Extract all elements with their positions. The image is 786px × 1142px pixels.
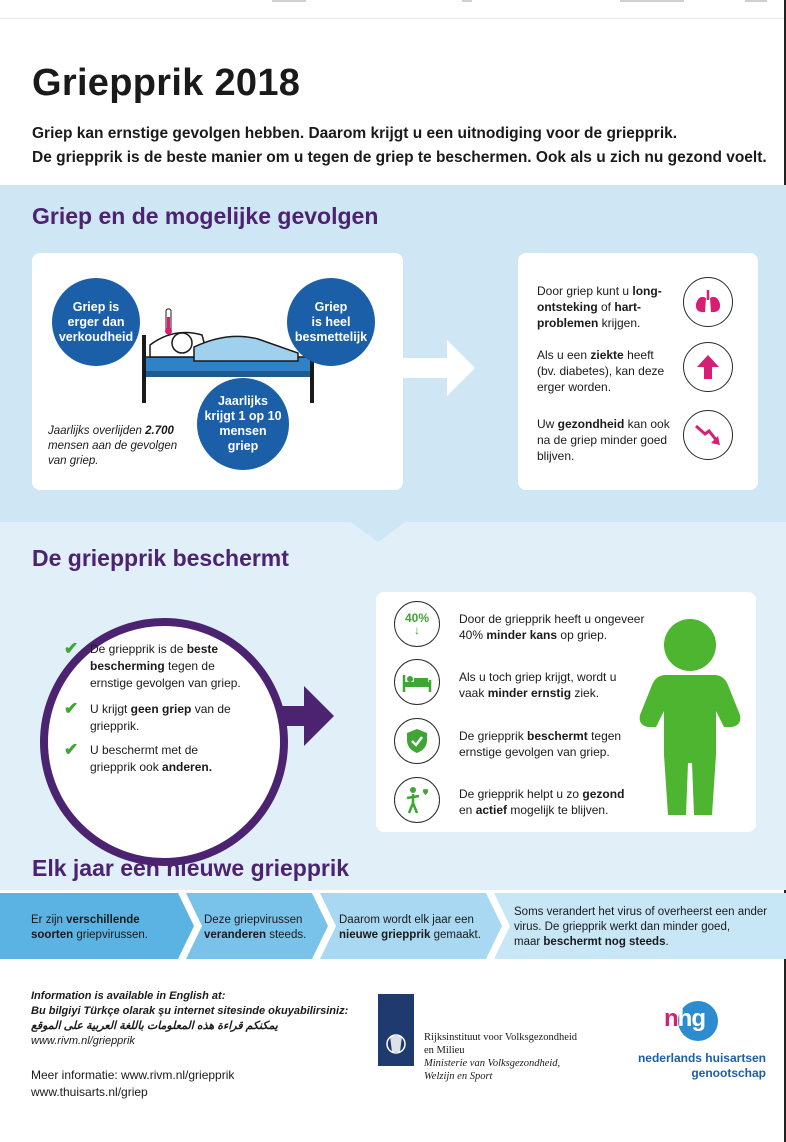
rivm-text: Rijksinstituut voor Volksgezondheid en M… (424, 1032, 578, 1082)
thuisarts-link[interactable]: www.thuisarts.nl/griep (31, 1085, 148, 1099)
language-info: Information is available in English at: … (31, 989, 361, 1049)
crest-icon (386, 1034, 406, 1054)
benefit-text-3: De griepprik beschermt tegen ernstige ge… (459, 729, 622, 759)
deaths-note: Jaarlijks overlijden 2.700 mensen aan de… (48, 425, 178, 467)
trend-down-icon (683, 410, 733, 460)
section1-heading: Griep en de mogelijke gevolgen (32, 203, 379, 229)
consequence-text-3: Uw gezondheid kan ook na de griep minder… (537, 417, 670, 463)
protection-circle (40, 618, 288, 866)
benefit-text-4: De griepprik helpt u zo gezond en actief… (459, 787, 625, 817)
checkmark-icon: ✔ (64, 740, 79, 759)
purple-arrow-icon (262, 686, 334, 746)
checkmark-icon: ✔ (64, 639, 79, 658)
rivm-link[interactable]: www.rivm.nl/griepprik (31, 1035, 135, 1047)
consequence-text-2: Als u een ziekte heeft (bv. diabetes), k… (537, 348, 665, 394)
step-text-2: Deze griepvirussen veranderen steeds. (204, 914, 307, 941)
page-title: Griepprik 2018 (32, 62, 301, 104)
section3-heading: Elk jaar een nieuwe griepprik (32, 855, 350, 881)
arrow-right-icon (403, 340, 475, 396)
arrow-up-icon (683, 342, 733, 392)
active-person-icon (394, 777, 440, 823)
step-text-4: Soms verandert het virus of overheerst e… (514, 906, 768, 948)
benefit-text-1: Door de griepprik heeft u ongeveer 40% m… (459, 612, 645, 642)
sick-person-bed-illustration (142, 308, 314, 403)
lungs-icon (683, 277, 733, 327)
forty-percent-icon: 40% ↓ (394, 601, 440, 647)
step-text-1: Er zijn verschillende soorten griepvirus… (31, 914, 148, 941)
check-item-3: ✔ U beschermt met de griepprik ook ander… (64, 740, 213, 774)
nhg-logo: nhg (664, 1001, 722, 1043)
checkmark-icon: ✔ (64, 699, 79, 718)
healthy-person-figure (639, 619, 741, 815)
nhg-text: nederlands huisartsen genootschap (637, 1051, 766, 1080)
bed-icon (394, 659, 440, 705)
shield-check-icon (394, 718, 440, 764)
check-item-2: ✔ U krijgt geen griep van de griepprik. (64, 699, 231, 733)
more-info-link[interactable]: Meer informatie: www.rivm.nl/griepprik (31, 1068, 235, 1082)
section2-heading: De griepprik beschermt (32, 545, 289, 571)
step-text-3: Daarom wordt elk jaar een nieuwe grieppr… (339, 914, 481, 941)
viewer-top-bar (0, 0, 786, 19)
rivm-logo (378, 994, 414, 1066)
section-divider-notch (348, 520, 408, 542)
benefit-text-2: Als u toch griep krijgt, wordt u vaak mi… (459, 670, 617, 700)
yearly-steps-band (0, 893, 786, 959)
check-item-1: ✔ De griepprik is de beste bescherming t… (64, 639, 241, 690)
more-info: Meer informatie: www.rivm.nl/griepprik w… (31, 1067, 361, 1101)
intro-text: Griep kan ernstige gevolgen hebben. Daar… (32, 125, 767, 166)
consequence-text-1: Door griep kunt u long- ontsteking of ha… (537, 284, 662, 330)
